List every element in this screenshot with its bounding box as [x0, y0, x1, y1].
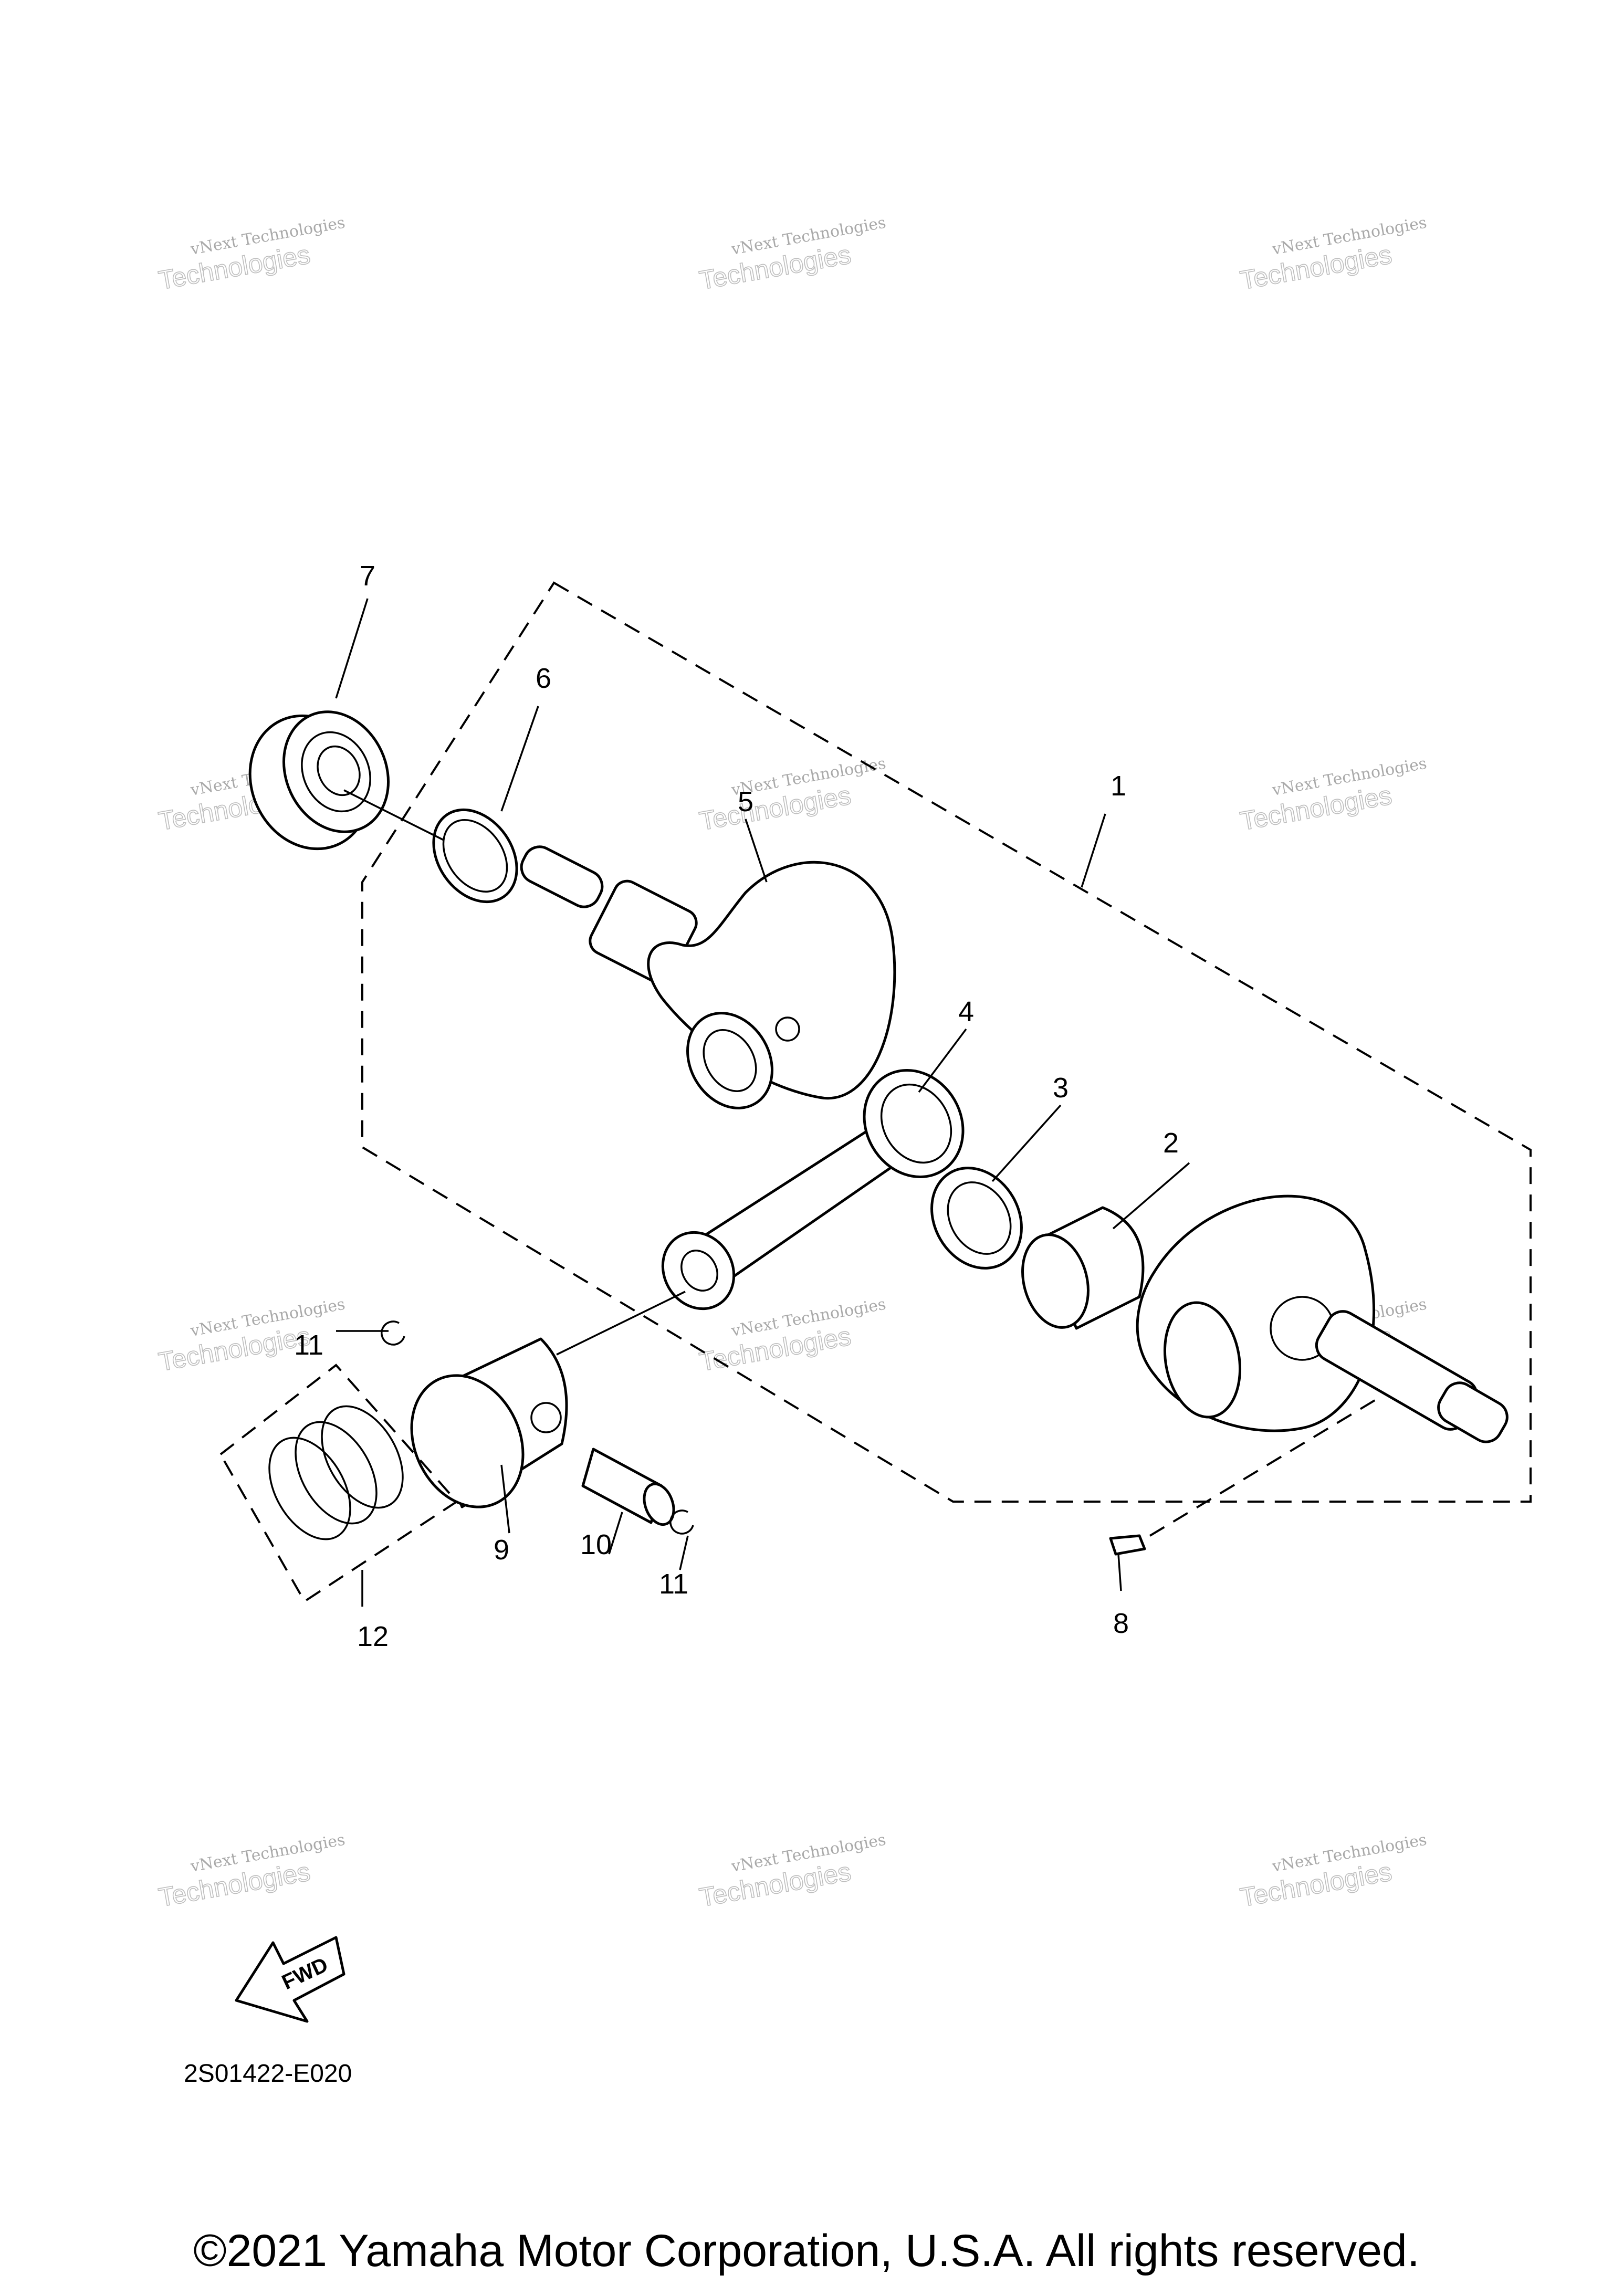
piston-ring-set-boundary — [219, 1364, 459, 1603]
connecting-rod-4 — [661, 1069, 965, 1310]
callout-2: 2 — [1163, 1127, 1179, 1159]
callouts: 1 2 3 4 5 6 7 8 9 10 11 11 12 — [294, 560, 1179, 1652]
piston-pin-10 — [581, 1448, 675, 1526]
callout-5: 5 — [738, 786, 753, 817]
crank-right-half — [1136, 1194, 1509, 1443]
watermark: vNext Technologies Technologies — [1238, 214, 1428, 296]
circlip-11-upper — [381, 1320, 405, 1346]
woodruff-key-8 — [1109, 1534, 1146, 1556]
callout-12: 12 — [357, 1621, 389, 1652]
fwd-arrow: FWD — [235, 1936, 345, 2023]
watermark: vNext Technologies Technologies — [697, 214, 887, 296]
collar-6 — [432, 808, 518, 904]
piston-rings-12 — [268, 1405, 404, 1540]
bearing-7 — [248, 710, 390, 851]
diagram-code: 2S01422-E020 — [184, 2060, 352, 2088]
callout-9: 9 — [494, 1534, 509, 1566]
callout-11-upper: 11 — [294, 1329, 323, 1361]
watermark: vNext Technologies Technologies — [156, 1831, 347, 1913]
callout-3: 3 — [1053, 1072, 1069, 1104]
callout-1: 1 — [1111, 770, 1126, 802]
watermark: vNext Technologies Technologies — [697, 1831, 887, 1913]
callout-7: 7 — [360, 560, 375, 592]
watermark: vNext Technologies Technologies — [1238, 1831, 1428, 1913]
callout-10: 10 — [580, 1529, 612, 1560]
callout-4: 4 — [958, 996, 974, 1028]
watermark: vNext Technologies Technologies — [1238, 754, 1428, 836]
needle-bearing-3 — [930, 1167, 1023, 1270]
callout-11-lower: 11 — [659, 1568, 688, 1600]
leader-lines — [335, 598, 1382, 1607]
callout-8: 8 — [1113, 1608, 1129, 1639]
piston-9 — [410, 1337, 568, 1508]
watermark: vNext Technologies Technologies — [156, 214, 347, 296]
crankshaft-assembly-boundary — [361, 581, 1532, 1503]
copyright-notice: ©2021 Yamaha Motor Corporation, U.S.A. A… — [193, 2226, 1420, 2276]
crank-left-half-5 — [520, 845, 896, 1109]
watermark: vNext Technologies Technologies — [697, 754, 887, 836]
callout-6: 6 — [536, 663, 551, 694]
circlip-11-lower — [669, 1509, 694, 1535]
crank-pin-2 — [1021, 1206, 1145, 1330]
